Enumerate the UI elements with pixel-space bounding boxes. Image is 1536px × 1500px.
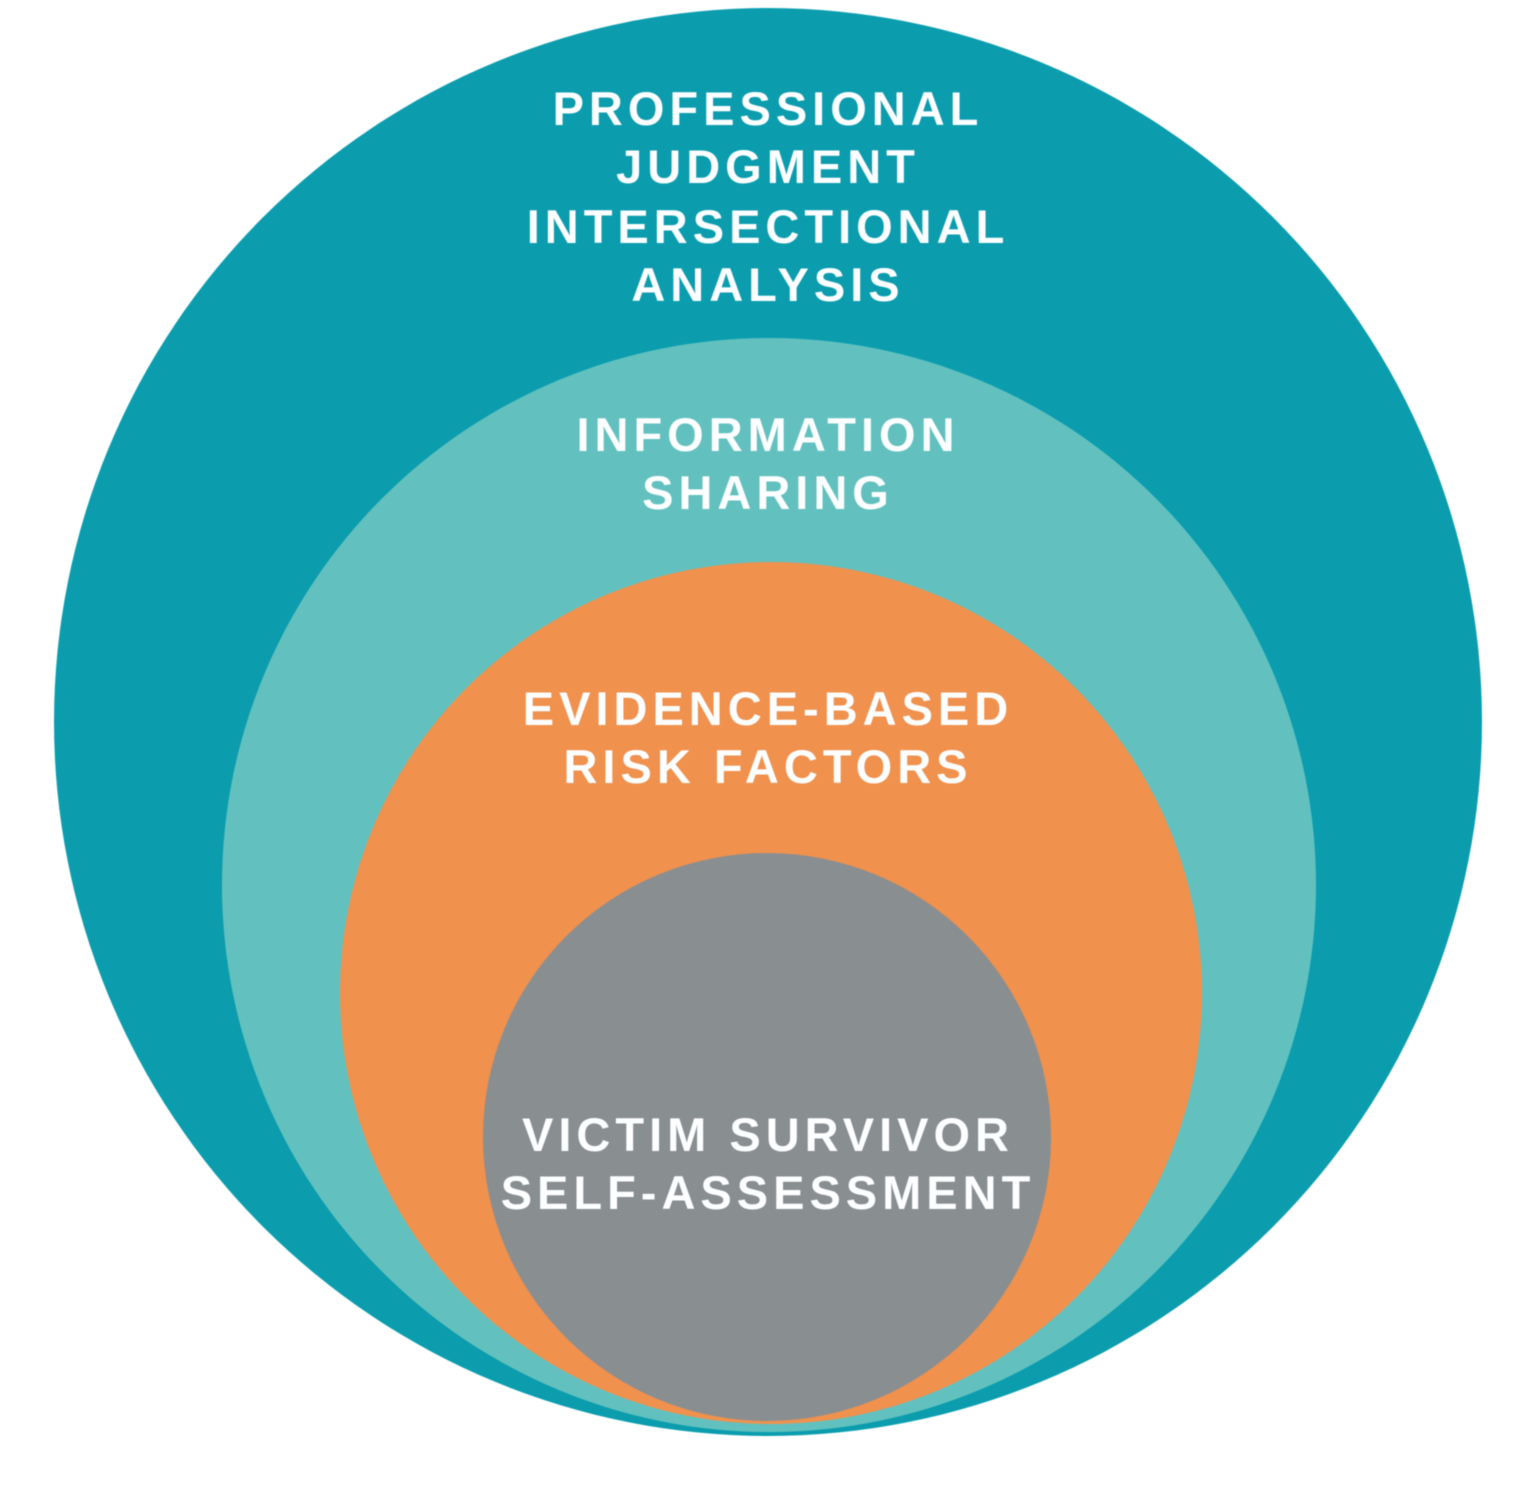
label-line: PROFESSIONAL xyxy=(552,82,984,135)
label-information-sharing: INFORMATION SHARING xyxy=(0,406,1536,522)
label-line: INTERSECTIONAL xyxy=(526,200,1010,253)
label-line: SELF-ASSESSMENT xyxy=(500,1166,1036,1219)
label-evidence-based-risk-factors: EVIDENCE-BASED RISK FACTORS xyxy=(0,680,1536,796)
label-line: RISK FACTORS xyxy=(563,740,973,793)
label-line: JUDGMENT xyxy=(616,140,920,193)
label-line: SHARING xyxy=(642,466,894,519)
label-intersectional-analysis: INTERSECTIONAL ANALYSIS xyxy=(0,198,1536,314)
label-line: INFORMATION xyxy=(576,408,960,461)
label-line: EVIDENCE-BASED xyxy=(522,682,1014,735)
ring-victim-survivor-self-assessment xyxy=(483,853,1051,1421)
label-line: ANALYSIS xyxy=(631,258,905,311)
label-line: VICTIM SURVIVOR xyxy=(522,1108,1014,1161)
label-professional-judgment: PROFESSIONAL JUDGMENT xyxy=(0,80,1536,196)
label-victim-survivor-self-assessment: VICTIM SURVIVOR SELF-ASSESSMENT xyxy=(0,1106,1536,1222)
